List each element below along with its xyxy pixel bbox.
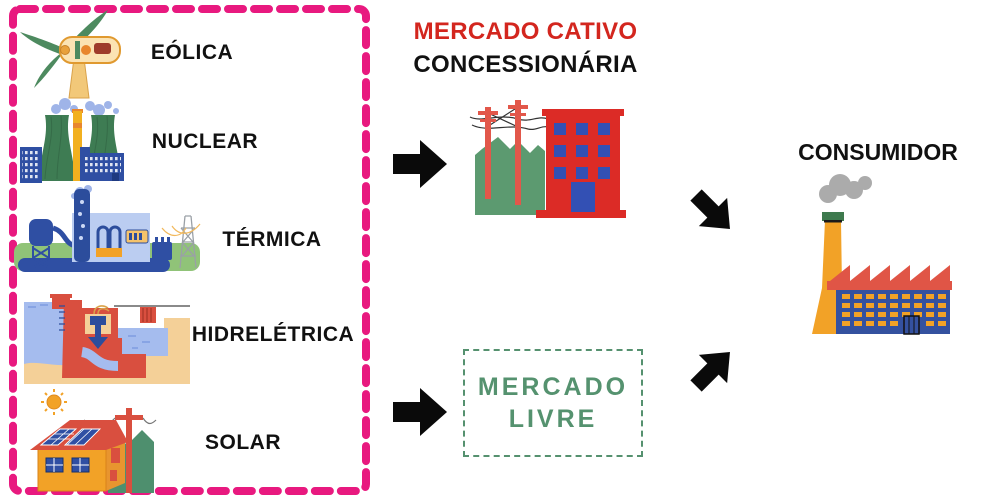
sawtooth-roof [827, 265, 952, 290]
arrow-sources-to-free-icon [393, 388, 447, 436]
free-market-box: MERCADO LIVRE [463, 349, 643, 457]
captive-market-title: MERCADO CATIVO [413, 18, 638, 45]
solar-house-icon [30, 389, 157, 493]
source-label-hidreletrica: HIDRELÉTRICA [191, 323, 355, 346]
captive-market-subtitle: CONCESSIONÁRIA [413, 51, 638, 78]
utility-building-icon [469, 100, 626, 218]
wind-turbine-icon [20, 10, 121, 99]
source-label-solar: SOLAR [205, 431, 281, 454]
smoke [819, 174, 872, 203]
free-market-line2: LIVRE [508, 404, 598, 433]
factory-windows [842, 294, 946, 326]
source-label-termica: TÉRMICA [222, 228, 322, 251]
arrow-captive-to-consumer-icon [690, 189, 730, 229]
arrow-sources-to-captive-icon [393, 140, 447, 188]
nuclear-plant-icon [20, 98, 124, 183]
factory-icon [812, 174, 952, 335]
captive-market-heading: MERCADO CATIVO CONCESSIONÁRIA [383, 20, 668, 77]
hydroelectric-dam-icon [24, 294, 190, 384]
arrow-free-to-consumer-icon [690, 352, 730, 392]
thermal-plant-icon [14, 185, 201, 272]
free-market-line1: MERCADO [477, 373, 629, 402]
source-label-nuclear: NUCLEAR [151, 130, 259, 153]
consumer-label: CONSUMIDOR [798, 139, 958, 165]
source-label-eolica: EÓLICA [150, 41, 234, 64]
source-panel-border [9, 5, 370, 495]
